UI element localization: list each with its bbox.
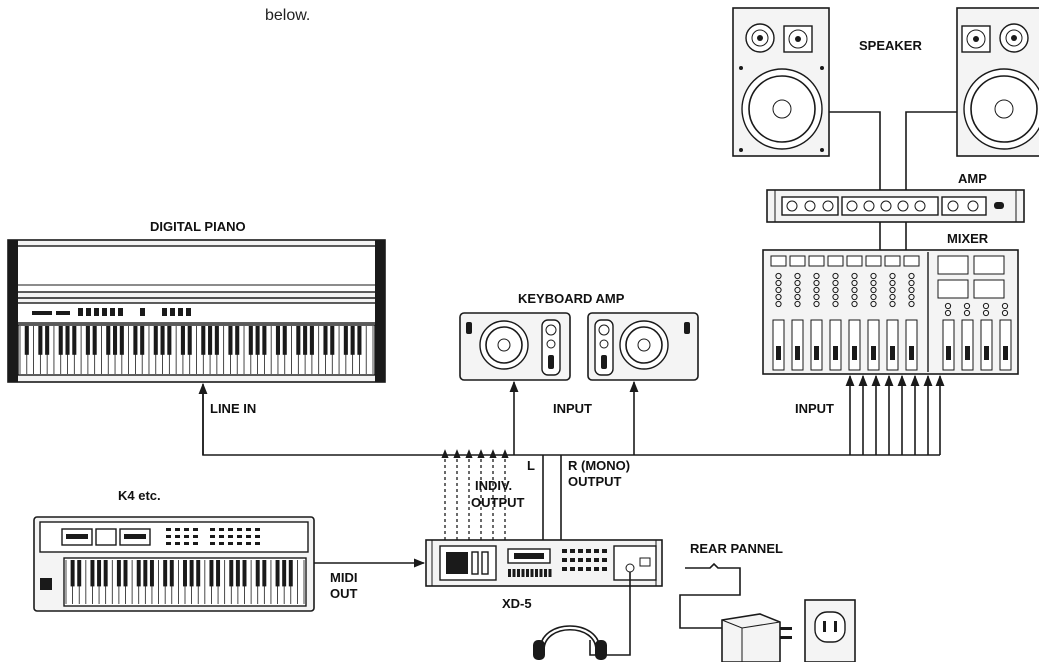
power-adapter-icon <box>721 613 792 662</box>
keyboard-amp-icon <box>459 312 699 381</box>
xd5-label: XD-5 <box>502 596 532 611</box>
amp-label: AMP <box>958 171 987 186</box>
headphones-icon <box>533 625 607 660</box>
l-label: L <box>527 458 535 473</box>
indiv-label: INDIV. <box>475 478 512 493</box>
top-text: below. <box>265 7 310 24</box>
line-in-label: LINE IN <box>210 401 256 416</box>
amplifier-icon <box>766 189 1025 223</box>
digital-piano-icon <box>7 239 386 383</box>
mixer-icon <box>762 249 1019 375</box>
r-mono-label: R (MONO) <box>568 458 630 473</box>
input-keyboard-label: INPUT <box>553 401 592 416</box>
midi-label: MIDI <box>330 570 357 585</box>
rear-pannel-label: REAR PANNEL <box>690 541 783 556</box>
speaker-icon <box>732 7 1039 157</box>
synthesizer-keyboard-icon <box>33 516 315 612</box>
speaker-label: SPEAKER <box>859 38 922 53</box>
k4-label: K4 etc. <box>118 488 161 503</box>
sound-module-icon <box>425 539 663 587</box>
mixer-label: MIXER <box>947 231 989 246</box>
keyboard-amp-label: KEYBOARD AMP <box>518 291 625 306</box>
r-output-label: OUTPUT <box>568 474 622 489</box>
wall-outlet-icon <box>804 599 856 662</box>
digital-piano-label: DIGITAL PIANO <box>150 219 246 234</box>
out-label: OUT <box>330 586 358 601</box>
input-mixer-label: INPUT <box>795 401 834 416</box>
indiv-output-label: OUTPUT <box>471 495 525 510</box>
